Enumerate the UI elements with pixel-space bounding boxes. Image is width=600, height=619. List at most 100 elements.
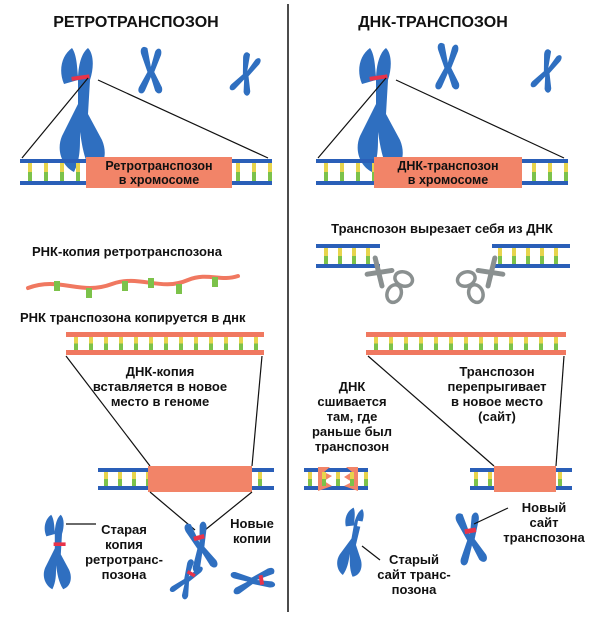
base-pair-rung	[119, 343, 123, 350]
right-zoom-line	[317, 77, 387, 159]
base-pair-rung	[548, 163, 552, 172]
left-insert-line	[65, 355, 151, 467]
base-pair-rung	[338, 256, 342, 264]
base-pair-rung	[239, 337, 243, 344]
base-pair-rung	[404, 337, 408, 344]
base-pair-rung	[494, 343, 498, 350]
base-pair-rung	[419, 337, 423, 344]
base-pair-rung	[356, 172, 360, 181]
base-pair-rung	[324, 163, 328, 172]
base-pair-rung	[179, 337, 183, 344]
cut-label: Транспозон вырезает себя из ДНК	[331, 221, 553, 236]
base-pair-rung	[464, 337, 468, 344]
new-site-label-3: транспозона	[503, 530, 585, 545]
new-copy-chromosome-3	[230, 565, 278, 595]
base-pair-rung	[254, 337, 258, 344]
right-insert-line	[555, 355, 565, 467]
rna-strand	[26, 274, 240, 298]
stitch-label-4: раньше был	[312, 424, 392, 439]
base-pair-rung	[558, 472, 562, 479]
base-pair-rung	[118, 479, 122, 486]
left-main-chromosome	[59, 48, 105, 172]
stitch-label-2: сшивается	[317, 394, 386, 409]
new-copy-chromosome-2	[168, 557, 206, 601]
left-small-chromosome-1	[138, 46, 163, 94]
base-pair-rung	[338, 248, 342, 256]
base-pair-rung	[356, 163, 360, 172]
new-site-dna	[470, 466, 572, 492]
old-copy-chromosome	[43, 514, 71, 590]
base-pair-rung	[132, 479, 136, 486]
base-pair-rung	[374, 337, 378, 344]
base-pair-rung	[404, 343, 408, 350]
base-pair-rung	[268, 172, 272, 181]
base-pair-rung	[149, 343, 153, 350]
left-title: РЕТРОТРАНСПОЗОН	[53, 14, 218, 31]
left-box-label-2: в хромосоме	[119, 173, 199, 187]
base-pair-rung	[44, 163, 48, 172]
base-pair-rung	[104, 472, 108, 479]
old-copy-label-4: позона	[102, 567, 148, 582]
base-pair-rung	[239, 343, 243, 350]
base-pair-rung	[76, 172, 80, 181]
base-pair-rung	[366, 256, 370, 264]
insert-label-1: ДНК-копия	[126, 364, 195, 379]
jump-label-4: (сайт)	[478, 409, 516, 424]
new-site-transposon-box	[494, 466, 556, 492]
right-dna-strip: ДНК-транспозон в хромосоме	[316, 157, 568, 188]
right-box-label-1: ДНК-транспозон	[397, 159, 498, 173]
base-pair-rung	[352, 256, 356, 264]
base-pair-rung	[434, 337, 438, 344]
base-pair-rung	[252, 163, 256, 172]
base-pair-rung	[554, 343, 558, 350]
base-pair-rung	[419, 343, 423, 350]
base-pair-rung	[526, 256, 530, 264]
base-pair-rung	[118, 472, 122, 479]
base-pair-rung	[524, 337, 528, 344]
old-site-label-3: позона	[392, 582, 438, 597]
base-pair-rung	[308, 479, 312, 486]
base-pair-rung	[44, 172, 48, 181]
base-pair-rung	[488, 479, 492, 486]
jump-label-1: Транспозон	[459, 364, 534, 379]
base-pair-rung	[74, 343, 78, 350]
left-insert-line	[251, 355, 263, 467]
base-pair-rung	[28, 163, 32, 172]
base-pair-rung	[539, 343, 543, 350]
base-pair-rung	[479, 343, 483, 350]
old-site-pointer	[361, 545, 381, 561]
base-pair-rung	[258, 479, 262, 486]
base-pair-rung	[236, 172, 240, 181]
base-pair-rung	[498, 248, 502, 256]
left-zoom-line	[97, 79, 269, 159]
base-pair-rung	[194, 337, 198, 344]
insert-label-2: вставляется в новое	[93, 379, 227, 394]
base-pair-rung	[149, 337, 153, 344]
base-pair-rung	[336, 479, 340, 486]
left-small-chromosome-2	[228, 50, 263, 97]
base-pair-rung	[540, 256, 544, 264]
old-copy-label-2: копия	[105, 537, 143, 552]
base-pair-rung	[350, 479, 354, 486]
base-pair-rung	[224, 343, 228, 350]
left-lower-dna-strip	[98, 466, 274, 492]
base-pair-rung	[224, 337, 228, 344]
base-pair-rung	[526, 248, 530, 256]
base-pair-rung	[449, 343, 453, 350]
base-pair-rung	[564, 163, 568, 172]
stitched-dna	[304, 467, 368, 491]
jump-label-3: в новое место	[451, 394, 543, 409]
base-pair-rung	[60, 163, 64, 172]
stitch-label-5: транспозон	[315, 439, 389, 454]
stitch-label-1: ДНК	[339, 379, 366, 394]
base-pair-rung	[104, 479, 108, 486]
rna-to-dna-label: РНК транспозона копируется в днк	[20, 310, 246, 325]
base-pair-rung	[340, 163, 344, 172]
right-box-label-2: в хромосоме	[408, 173, 488, 187]
left-box-label-1: Ретротранспозон	[105, 159, 212, 173]
rna-dna-hybrid	[66, 332, 264, 355]
old-copy-label-1: Старая	[101, 522, 147, 537]
transposon-strand	[366, 332, 566, 355]
base-pair-rung	[474, 472, 478, 479]
left-zoom-line	[21, 77, 89, 159]
